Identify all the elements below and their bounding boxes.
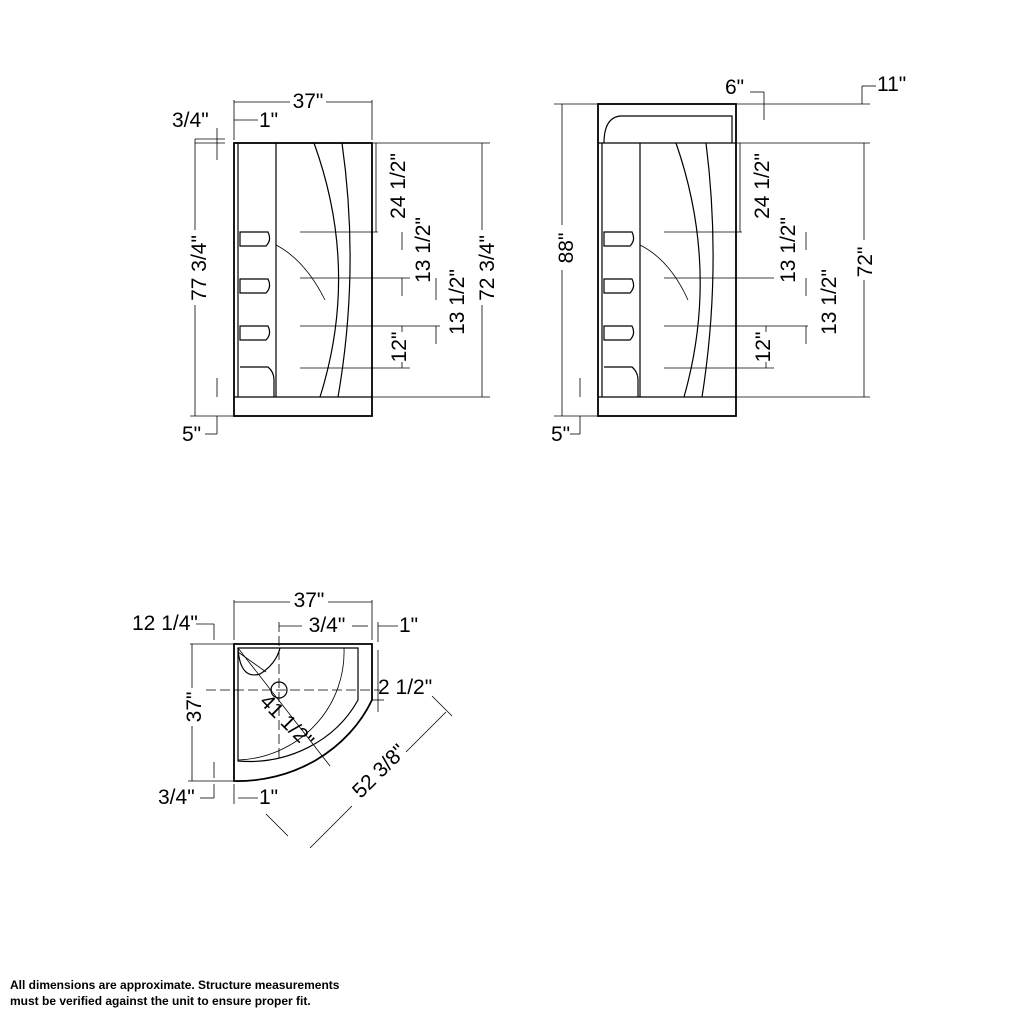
disclaimer-line-2: must be verified against the unit to ens…: [10, 994, 311, 1008]
front-h1-label: 24 1/2": [387, 153, 410, 219]
plan-diagonal-line: [237, 647, 331, 767]
side-curve-outer: [675, 142, 701, 398]
front-unit-outline: [233, 142, 373, 417]
side-shelf-1: [603, 231, 635, 247]
side-unit-outline: [597, 103, 737, 417]
front-wall-height-label: 72 3/4": [476, 235, 499, 301]
plan-right-inset-label: 2 1/2": [378, 676, 432, 699]
front-overall-height-label: 77 3/4": [188, 235, 211, 301]
front-base-label: 5": [182, 423, 201, 446]
plan-corner-seat-line: [237, 651, 267, 673]
front-curve-outer: [313, 142, 340, 398]
front-shelf-2: [239, 278, 271, 294]
plan-diagonal-label: 41 1/2": [255, 690, 318, 753]
front-seat-curve: [275, 244, 326, 301]
plan-corner-seat: [237, 647, 281, 676]
front-curve-door: [337, 142, 351, 398]
front-shelf-1: [239, 231, 271, 247]
side-view: 6" 11" 88" 5" 72" 24 1/2" 13 1/2" 13 1/2…: [551, 73, 906, 446]
plan-arc-line-upper: [405, 711, 447, 753]
plan-inner-curve: [237, 647, 345, 761]
side-h3-label: 13 1/2": [818, 269, 841, 335]
plan-view: 37" 3/4" 1" 12 1/4" 37" 3/4" 1" 2 1/2" 4…: [132, 589, 453, 849]
side-h4-label: 12": [752, 332, 775, 363]
disclaimer-line-1: All dimensions are approximate. Structur…: [10, 978, 340, 992]
side-wall-height-label: 72": [854, 247, 877, 278]
plan-width-label: 37": [294, 589, 325, 612]
plan-arc-ext-right: [431, 695, 453, 717]
side-top-offset-label: 11": [877, 73, 906, 96]
plan-corner-offset-label: 12 1/4": [132, 612, 198, 635]
side-overall-height-label: 88": [555, 233, 578, 264]
front-seat-ledge: [240, 366, 275, 397]
plan-drain-offset-label: 3/4": [309, 614, 346, 637]
front-wall-label: 3/4": [172, 109, 209, 132]
side-seat-ledge: [604, 366, 639, 397]
disclaimer-note: All dimensions are approximate. Structur…: [10, 977, 370, 1009]
plan-right-wall-label: 1": [399, 614, 418, 637]
side-curve-door: [701, 142, 714, 398]
side-h1-label: 24 1/2": [751, 153, 774, 219]
plan-arc-line-lower: [309, 805, 353, 849]
front-h3-label: 13 1/2": [446, 269, 469, 335]
plan-depth-label: 37": [183, 692, 206, 723]
side-top-ledge: [603, 115, 733, 144]
front-width-label: 37": [293, 90, 324, 113]
side-shelf-3: [603, 325, 635, 341]
side-top-ledge-label: 6": [725, 76, 744, 99]
front-offset-label: 1": [259, 109, 278, 132]
side-base-label: 5": [551, 423, 570, 446]
plan-arc-ext-left: [265, 813, 289, 837]
plan-arc-length-label: 52 3/8": [348, 740, 411, 803]
front-view: 37" 1" 3/4" 77 3/4" 5" 72 3/4" 24 1/2" 1…: [172, 90, 499, 446]
plan-base-outline: [233, 643, 373, 782]
front-shelf-3: [239, 325, 271, 341]
plan-bottom-wall-label: 3/4": [158, 786, 195, 809]
front-h2-label: 13 1/2": [412, 217, 435, 283]
front-h4-label: 12": [388, 332, 411, 363]
side-shelf-2: [603, 278, 635, 294]
plan-pan-outline: [237, 647, 359, 763]
plan-bottom-offset-label: 1": [259, 786, 278, 809]
side-seat-curve: [639, 244, 689, 301]
side-h2-label: 13 1/2": [777, 217, 800, 283]
